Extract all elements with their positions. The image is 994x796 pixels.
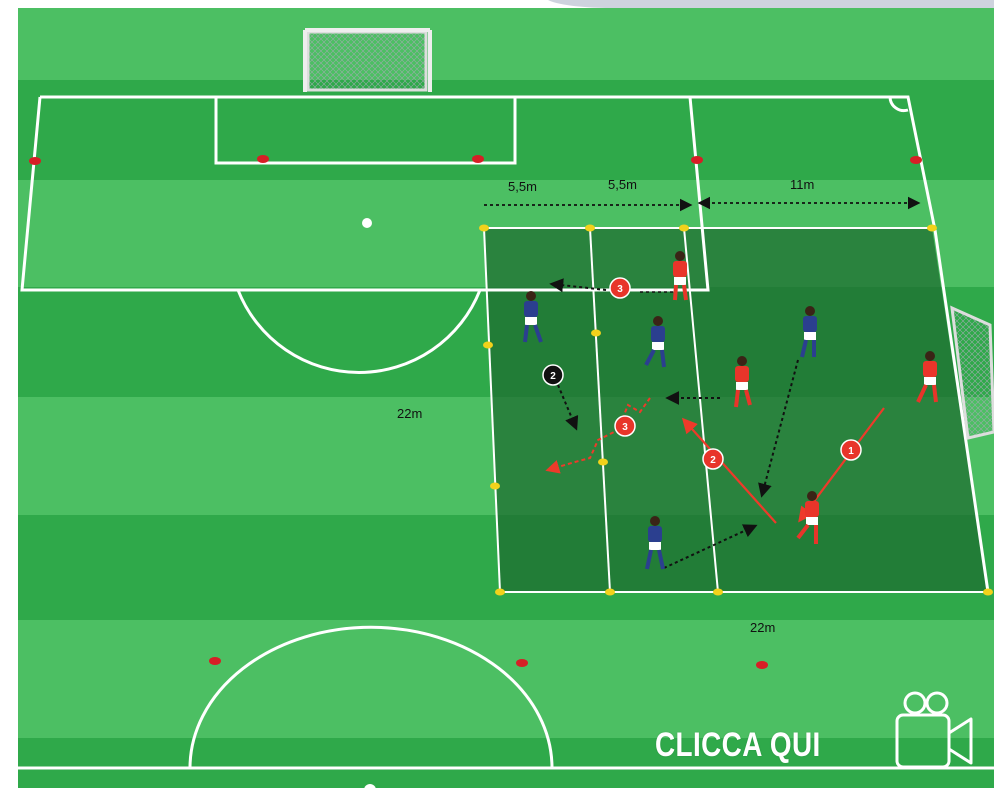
- marker-1: 1: [841, 440, 861, 460]
- video-camera-icon: [885, 683, 981, 779]
- measure-label-side: 22m: [397, 406, 422, 421]
- measure-label-bottom: 22m: [750, 620, 775, 635]
- click-here-label: CLICCA QUI: [655, 726, 821, 765]
- measure-label-right: 11m: [790, 177, 814, 192]
- center-spot: [364, 784, 376, 796]
- penalty-spot: [362, 218, 372, 228]
- marker-3-red-low: 3: [615, 416, 635, 436]
- svg-text:3: 3: [622, 422, 628, 433]
- marker-2-red: 2: [703, 449, 723, 469]
- top-goal: [305, 30, 430, 92]
- marker-2-black: 2: [543, 365, 563, 385]
- drill-zone: [484, 228, 988, 592]
- svg-text:3: 3: [617, 284, 623, 295]
- corner-swoosh: [548, 0, 994, 8]
- svg-text:1: 1: [848, 446, 854, 457]
- click-here-button[interactable]: CLICCA QUI: [655, 705, 985, 785]
- svg-text:2: 2: [710, 455, 716, 466]
- measure-label-middle: 5,5m: [608, 177, 637, 192]
- marker-3-red-top: 3: [610, 278, 630, 298]
- svg-text:2: 2: [550, 371, 556, 382]
- measure-label-left: 5,5m: [508, 179, 537, 194]
